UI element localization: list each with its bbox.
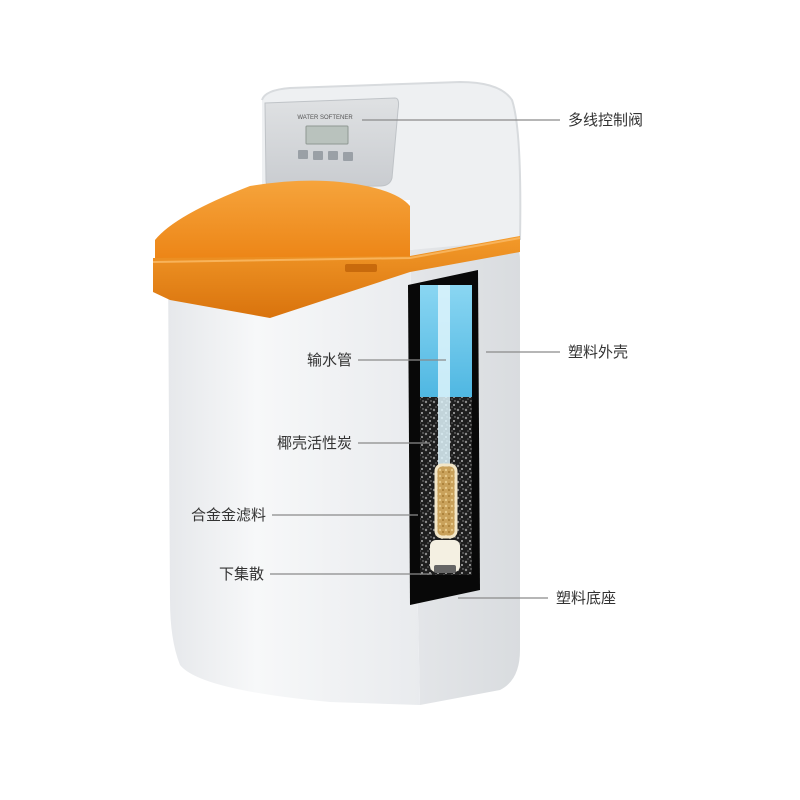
orange-band	[153, 236, 520, 318]
cabinet-body	[168, 262, 420, 705]
power-icon[interactable]	[343, 152, 353, 161]
label-plastic-shell: 塑料外壳	[568, 343, 629, 361]
panel-buttons	[298, 150, 353, 161]
salt-lid	[155, 180, 410, 262]
panel-title: WATER SOFTENER	[297, 115, 353, 121]
up-arrow-icon[interactable]	[328, 151, 338, 160]
down-arrow-icon[interactable]	[313, 151, 323, 160]
label-control-valve: 多线控制阀	[568, 111, 644, 129]
label-alloy-filter: 合金金滤料	[190, 506, 266, 524]
lower-distributor	[430, 540, 460, 572]
lcd-display	[305, 125, 349, 145]
label-plastic-base: 塑料底座	[556, 589, 617, 607]
home-icon[interactable]	[298, 150, 308, 159]
label-water-pipe: 输水管	[306, 351, 352, 369]
label-coconut-carbon: 椰壳活性炭	[276, 434, 352, 452]
alloy-filter-cartridge	[434, 463, 458, 539]
callout-lines	[270, 119, 560, 599]
label-lower-distributor: 下集散	[218, 565, 264, 583]
